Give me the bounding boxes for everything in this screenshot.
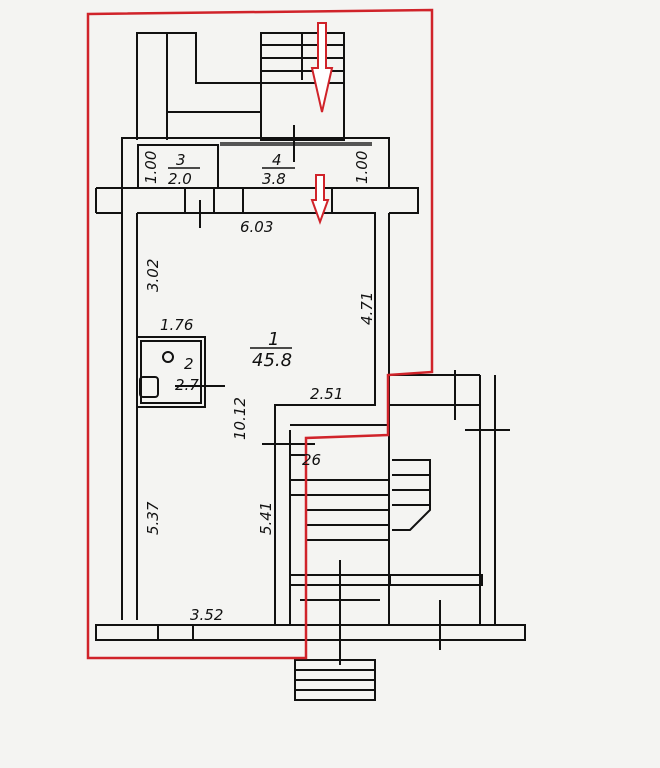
room-2-area: 2.7 [175,376,199,394]
room-2-number: 2 [184,355,194,373]
dim-right-upper: 4.71 [358,292,376,325]
main-walls [95,187,526,641]
room-1-number: 1 [268,329,279,350]
highlighted-area-outline [86,8,434,660]
room-3-area: 2.0 [168,170,192,188]
stair-label: 26 [302,451,321,469]
dim-left-lower: 5.37 [144,501,162,535]
dim-top-width: 6.03 [240,218,273,236]
vestibule [121,125,390,189]
wc [136,336,225,408]
room-4-area: 3.8 [262,170,286,188]
adjacent-stairwell [389,370,510,650]
dim-notch-width: 2.51 [310,385,343,403]
dim-wc-width: 1.76 [160,316,193,334]
dim-room4-height: 1.00 [353,151,371,184]
dim-room3-height: 1.00 [142,151,160,184]
entrance-stairs-top [136,32,345,141]
room-3-number: 3 [176,151,186,169]
dim-mid-lower: 5.41 [257,502,275,535]
entrance-arrow-icon [310,22,334,225]
dim-bottom-width: 3.52 [190,606,223,624]
dim-left-upper: 3.02 [144,259,162,292]
room-4-number: 4 [272,151,282,169]
dim-total-length: 10.12 [231,397,249,440]
room-1-area: 45.8 [252,350,292,371]
stairwell [262,375,391,701]
